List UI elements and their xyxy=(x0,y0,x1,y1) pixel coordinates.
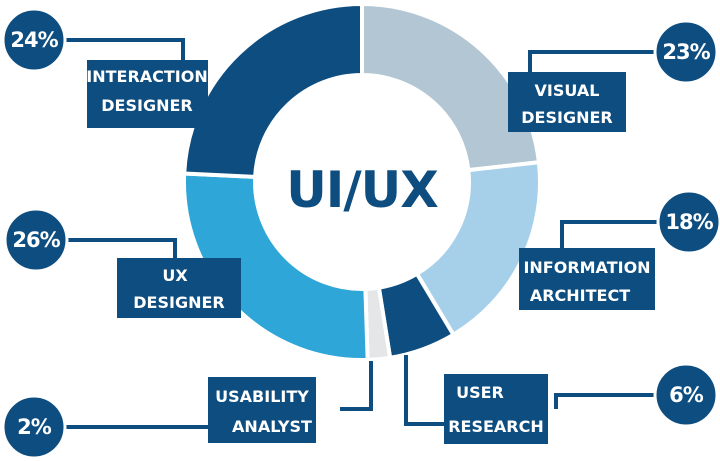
slice-label-information-architect: 18% INFORMATION ARCHITECT xyxy=(519,189,720,310)
label-box xyxy=(87,60,208,128)
label-box xyxy=(508,72,626,132)
label-line-1: USABILITY xyxy=(215,387,309,406)
callout-line-information-architect xyxy=(560,220,668,248)
percent-badge xyxy=(653,19,719,85)
callout-line-user-research-leader xyxy=(404,355,444,426)
percent-badge xyxy=(653,362,719,428)
label-line-2: RESEARCH xyxy=(448,417,544,436)
slice-label-user-research: 6% USER RESEARCH xyxy=(444,362,719,444)
label-line-2: DESIGNER xyxy=(133,293,224,312)
percent-value: 18% xyxy=(665,210,713,234)
slice-label-ux-designer: 26% UX DESIGNER xyxy=(3,207,241,318)
chart-title: UI/UX xyxy=(286,161,438,219)
callout-lines xyxy=(55,38,668,429)
slice-interaction-designer xyxy=(182,2,364,179)
label-line-1: VISUAL xyxy=(535,81,600,100)
label-box xyxy=(208,377,316,443)
percent-value: 24% xyxy=(10,28,58,52)
label-line-1: INTERACTION xyxy=(86,67,208,86)
donut-slices xyxy=(182,2,542,362)
percent-value: 2% xyxy=(17,415,52,439)
percent-value: 26% xyxy=(12,228,60,252)
label-line-2: DESIGNER xyxy=(101,96,192,115)
slice-label-usability-analyst: 2% USABILITY ANALYST xyxy=(1,377,316,460)
label-line-1: UX xyxy=(162,266,188,285)
callout-line-visual-designer xyxy=(528,50,665,72)
callout-line-interaction-designer xyxy=(56,38,185,60)
callout-line-ux-designer xyxy=(60,238,177,258)
label-line-2: ANALYST xyxy=(232,417,312,436)
label-line-1: USER xyxy=(456,383,504,402)
slice-label-visual-designer: 23% VISUAL DESIGNER xyxy=(508,19,719,132)
slice-label-interaction-designer: 24% INTERACTION DESIGNER xyxy=(1,7,208,128)
label-box xyxy=(117,258,241,318)
percent-value: 23% xyxy=(662,40,710,64)
label-line-2: ARCHITECT xyxy=(530,286,630,305)
percent-badge xyxy=(656,189,720,255)
slice-ux-designer xyxy=(182,171,370,362)
slice-visual-designer xyxy=(360,2,541,173)
label-box xyxy=(444,374,548,444)
percent-badge xyxy=(3,207,69,273)
callout-line-usability-leader xyxy=(340,361,373,411)
percent-badge xyxy=(1,7,67,73)
label-box xyxy=(519,248,655,310)
percent-value: 6% xyxy=(669,383,704,407)
callout-line-user-research xyxy=(554,393,665,409)
label-line-1: INFORMATION xyxy=(523,258,650,277)
percent-badge xyxy=(1,394,67,460)
label-line-2: DESIGNER xyxy=(521,108,612,127)
